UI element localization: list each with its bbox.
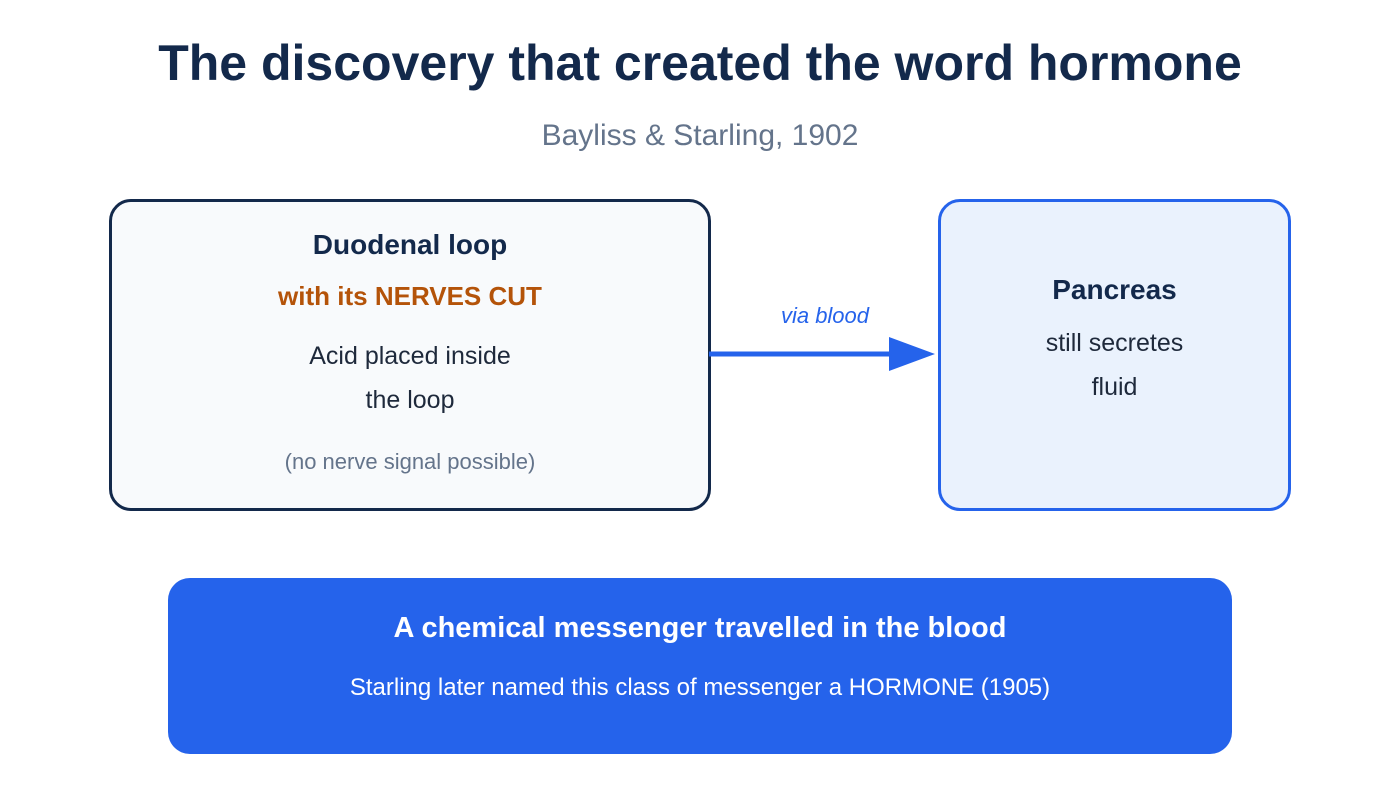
diagram-subtitle: Bayliss & Starling, 1902 xyxy=(541,119,859,152)
no-nerve-signal-note: (no nerve signal possible) xyxy=(284,449,536,474)
via-blood-label: via blood xyxy=(781,303,870,328)
nerves-cut-label: with its NERVES CUT xyxy=(278,281,542,311)
duodenal-loop-heading: Duodenal loop xyxy=(312,229,508,260)
pancreas-heading: Pancreas xyxy=(1052,274,1177,305)
blood-arrow-connector: via blood xyxy=(709,303,935,371)
banner-title: A chemical messenger travelled in the bl… xyxy=(393,612,1007,644)
acid-placed-line-2: the loop xyxy=(365,386,455,414)
diagram-title: The discovery that created the word horm… xyxy=(158,35,1242,91)
conclusion-banner: A chemical messenger travelled in the bl… xyxy=(168,578,1232,754)
pancreas-box: Pancreas still secretes fluid xyxy=(938,199,1291,511)
arrow-head-icon xyxy=(889,337,935,371)
acid-placed-line-1: Acid placed inside xyxy=(309,342,511,370)
banner-text: Starling later named this class of messe… xyxy=(349,674,1051,701)
still-secretes-line-1: still secretes xyxy=(1045,329,1184,357)
duodenal-loop-box: Duodenal loop with its NERVES CUT Acid p… xyxy=(109,199,711,511)
still-secretes-line-2: fluid xyxy=(1091,373,1138,401)
